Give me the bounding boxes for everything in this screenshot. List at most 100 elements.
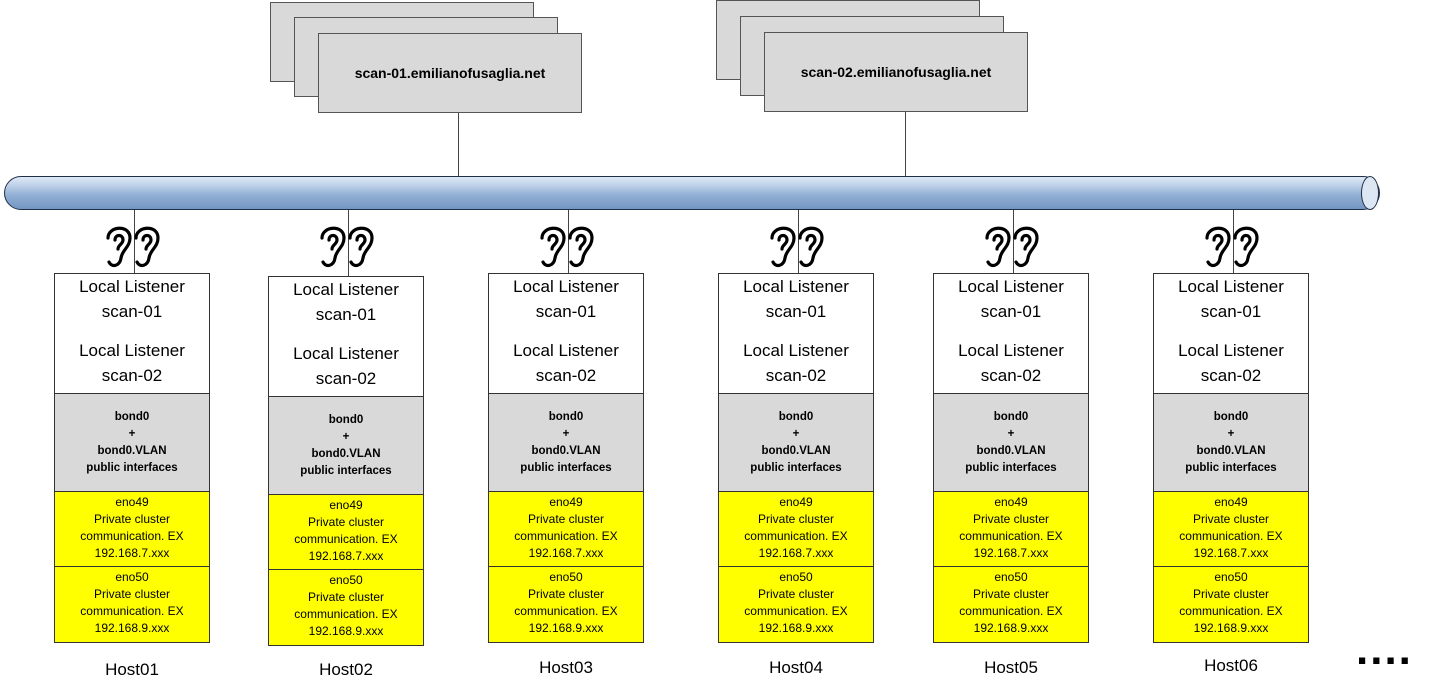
eno50-line: eno50 xyxy=(1214,570,1248,584)
bond-line: + xyxy=(792,427,800,440)
scan-label: scan-01 xyxy=(535,302,597,321)
eno50-line: 192.168.9.xxx xyxy=(528,621,604,635)
bond-line: public interfaces xyxy=(1185,461,1277,474)
listener-label: Local Listener xyxy=(1178,277,1284,296)
bond-line: bond0.VLAN xyxy=(761,444,831,457)
bond-line: + xyxy=(128,427,136,440)
scan-label: scan-02 xyxy=(980,366,1042,385)
eno49-line: communication. EX xyxy=(1179,529,1283,543)
listening-ears xyxy=(979,220,1043,272)
bond-line: + xyxy=(1007,427,1015,440)
eno50-line: communication. EX xyxy=(294,607,398,621)
bond-line: bond0.VLAN xyxy=(311,447,381,460)
eno49-line: Private cluster xyxy=(307,515,385,529)
bond-line: bond0.VLAN xyxy=(1196,444,1266,457)
scan-label: scan-02 xyxy=(1200,366,1262,385)
eno50-line: 192.168.9.xxx xyxy=(308,624,384,638)
listening-ears xyxy=(764,220,828,272)
ear-icon xyxy=(540,226,594,268)
scan-server-2: scan-02.emilianofusaglia.net xyxy=(764,32,1028,112)
bond-line: bond0.VLAN xyxy=(97,444,167,457)
eno49-line: communication. EX xyxy=(294,532,398,546)
scan-label: scan-02 xyxy=(101,366,163,385)
bond-line: + xyxy=(562,427,570,440)
eno50-line: Private cluster xyxy=(972,587,1050,601)
eno50-line: 192.168.9.xxx xyxy=(94,621,170,635)
eno50-line: 192.168.9.xxx xyxy=(1193,621,1269,635)
listener-label: Local Listener xyxy=(293,280,399,299)
scan-1-connector xyxy=(458,113,459,177)
bond-line: bond0 xyxy=(1213,410,1249,423)
scan-server-1: scan-01.emilianofusaglia.net xyxy=(318,33,582,113)
host-label: Host05 xyxy=(984,658,1038,677)
eno49-line: 192.168.7.xxx xyxy=(528,546,604,560)
listener-label: Local Listener xyxy=(743,277,849,296)
public-interfaces-section: bond0 + bond0.VLAN public interfaces xyxy=(719,394,873,492)
more-hosts-ellipsis: .... xyxy=(1356,625,1413,674)
bond-line: public interfaces xyxy=(750,461,842,474)
host-label: Host04 xyxy=(769,658,823,677)
scan-label: scan-01 xyxy=(980,302,1042,321)
host-bus-connector xyxy=(134,210,135,273)
eno50-line: eno50 xyxy=(779,570,813,584)
eno50-line: communication. EX xyxy=(80,604,184,618)
eno50-line: eno50 xyxy=(994,570,1028,584)
listening-ears xyxy=(314,220,378,272)
bond-line: bond0.VLAN xyxy=(976,444,1046,457)
ear-icon xyxy=(985,226,1039,268)
eno49-line: communication. EX xyxy=(514,529,618,543)
listener-label: Local Listener xyxy=(293,344,399,363)
scan-label: scan-02 xyxy=(315,369,377,388)
eno50-line: eno50 xyxy=(115,570,149,584)
host-bus-connector xyxy=(568,210,569,273)
eno50-line: communication. EX xyxy=(959,604,1063,618)
listener-label: Local Listener xyxy=(958,341,1064,360)
listener-label: Local Listener xyxy=(79,277,185,296)
eno49-line: 192.168.7.xxx xyxy=(94,546,170,560)
scan-server-name: scan-02.emilianofusaglia.net xyxy=(800,64,992,80)
eno49-line: communication. EX xyxy=(80,529,184,543)
host-bus-connector xyxy=(798,210,799,273)
host-label: Host03 xyxy=(539,658,593,677)
bond-line: + xyxy=(1227,427,1235,440)
bond-line: bond0 xyxy=(993,410,1029,423)
bond-line: + xyxy=(342,430,350,443)
eno49-line: Private cluster xyxy=(972,512,1050,526)
listener-label: Local Listener xyxy=(958,277,1064,296)
eno50-line: eno50 xyxy=(549,570,583,584)
eno50-line: Private cluster xyxy=(93,587,171,601)
eno50-line: communication. EX xyxy=(1179,604,1283,618)
host-bus-connector xyxy=(348,210,349,276)
scan-label: scan-01 xyxy=(765,302,827,321)
listener-label: Local Listener xyxy=(743,341,849,360)
eno49-line: eno49 xyxy=(115,495,149,509)
listening-ears xyxy=(1199,220,1263,272)
host-label: Host02 xyxy=(319,660,373,679)
host-bus-connector xyxy=(1013,210,1014,273)
eno49-line: Private cluster xyxy=(1192,512,1270,526)
bond-line: bond0 xyxy=(778,410,814,423)
eno49-line: eno49 xyxy=(1214,495,1248,509)
bond-line: public interfaces xyxy=(300,464,392,477)
ear-icon xyxy=(320,226,374,268)
public-interfaces-section: bond0 + bond0.VLAN public interfaces xyxy=(1154,394,1308,492)
eno49-line: Private cluster xyxy=(757,512,835,526)
scan-label: scan-02 xyxy=(765,366,827,385)
